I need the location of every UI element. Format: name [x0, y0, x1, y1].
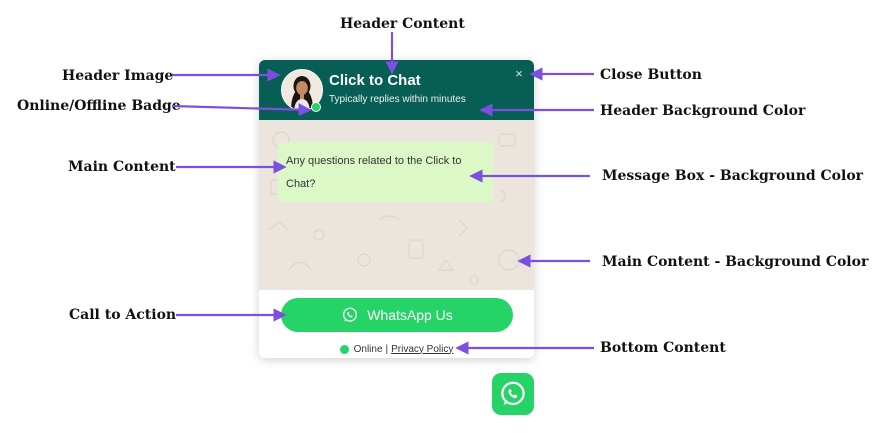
whatsapp-us-button[interactable]: WhatsApp Us [281, 298, 513, 332]
header-title: Click to Chat [329, 72, 421, 89]
widget-header: Click to Chat Typically replies within m… [259, 60, 534, 120]
close-icon[interactable]: × [515, 66, 523, 81]
label-main-content-background-color: Main Content - Background Color [602, 254, 869, 270]
label-bottom-content: Bottom Content [600, 340, 726, 356]
header-subtitle: Typically replies within minutes [329, 94, 466, 105]
status-separator: | [385, 343, 389, 355]
label-online-offline-badge: Online/Offline Badge [17, 98, 181, 114]
online-offline-badge [311, 102, 321, 112]
label-call-to-action: Call to Action [69, 307, 177, 323]
label-header-content: Header Content [340, 16, 465, 32]
privacy-policy-link[interactable]: Privacy Policy [391, 343, 454, 355]
main-content-area: Any questions related to the Click to Ch… [259, 120, 534, 290]
online-status-dot [339, 344, 349, 354]
label-main-content: Main Content [68, 159, 176, 175]
chat-widget: Click to Chat Typically replies within m… [259, 60, 534, 358]
bottom-content-area: WhatsApp Us Online | Privacy Policy [259, 290, 534, 358]
message-box: Any questions related to the Click to Ch… [278, 142, 493, 202]
cta-label: WhatsApp Us [367, 307, 453, 323]
label-header-background-color: Header Background Color [600, 103, 806, 119]
online-status-text: Online [353, 343, 383, 355]
status-row: Online | Privacy Policy [259, 342, 534, 356]
whatsapp-icon [501, 381, 525, 406]
whatsapp-icon [343, 307, 358, 322]
floating-whatsapp-button[interactable] [492, 373, 534, 415]
label-message-box-background-color: Message Box - Background Color [602, 168, 864, 184]
label-close-button: Close Button [600, 67, 702, 83]
chat-wallpaper-pattern [268, 131, 520, 285]
label-header-image: Header Image [62, 68, 174, 84]
